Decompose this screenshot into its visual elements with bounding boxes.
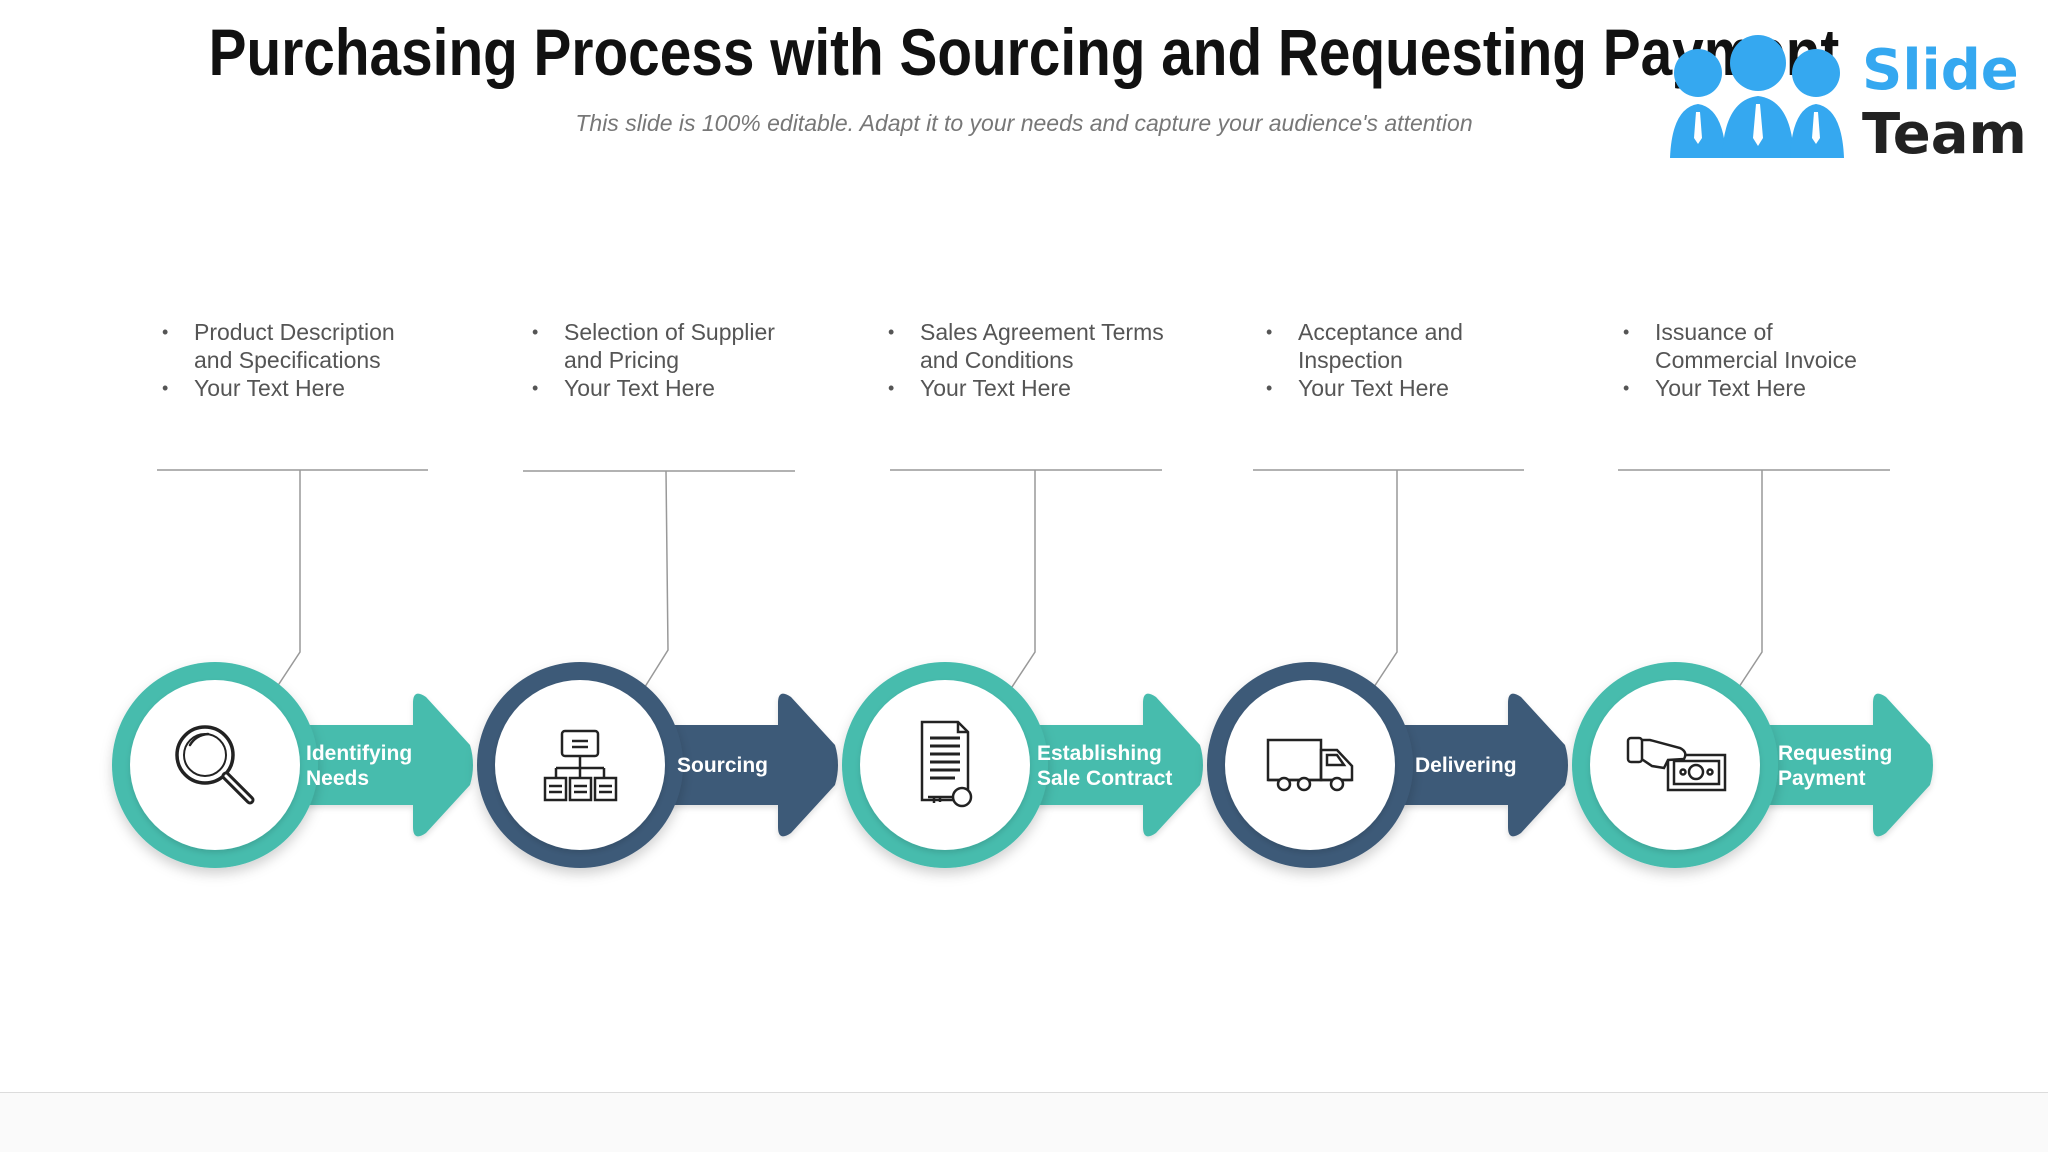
step-5-shape — [1572, 469, 1933, 868]
step-4-arrow — [1390, 693, 1568, 837]
org-chart-icon — [543, 729, 618, 802]
step-3-label: Establishing Sale Contract — [1037, 741, 1172, 791]
step-4-disc — [1225, 680, 1395, 850]
step-2-bullet-1: Selection of Supplier and Pricing — [532, 318, 794, 374]
contract-key-icon — [920, 720, 973, 808]
step-1-disc — [130, 680, 300, 850]
slide-subtitle: This slide is 100% editable. Adapt it to… — [575, 110, 1473, 136]
step-5-arrow — [1755, 693, 1933, 837]
logo-text-slide: Slide — [1862, 38, 2019, 103]
step-4-bullet-2: Your Text Here — [1266, 374, 1488, 402]
step-3-label-line2: Sale Contract — [1037, 767, 1173, 790]
cash-hand-icon — [1626, 736, 1727, 792]
step-3-shape — [842, 469, 1203, 868]
step-4-shape — [1207, 469, 1568, 868]
step-1-bullet-2: Your Text Here — [162, 374, 414, 402]
step-5-bullets: Issuance of Commercial Invoice Your Text… — [1623, 318, 1885, 402]
slide-title: Purchasing Process with Sourcing and Req… — [208, 15, 1840, 89]
step-3-bullets: Sales Agreement Terms and Conditions You… — [888, 318, 1185, 402]
step-3-connector — [1009, 470, 1036, 691]
step-3-label-line1: Establishing — [1037, 742, 1162, 765]
step-2-label-line1: Sourcing — [677, 754, 769, 777]
footer-divider — [0, 1092, 2048, 1093]
step-1-label-line2: Needs — [306, 767, 370, 790]
step-5-connector — [1736, 470, 1763, 691]
step-1-bullets: Product Description and Specifications Y… — [162, 318, 414, 402]
truck-icon — [1266, 738, 1354, 792]
step-1-arrow — [295, 693, 473, 837]
step-5-label-line2: Payment — [1778, 767, 1866, 790]
step-4-connector — [1371, 470, 1398, 691]
step-2-connector — [642, 470, 669, 691]
step-4-label: Delivering — [1415, 753, 1517, 778]
step-4-bullets: Acceptance and Inspection Your Text Here — [1266, 318, 1488, 402]
step-1-shape — [112, 469, 473, 868]
step-2-label: Sourcing — [677, 753, 768, 778]
step-3-arrow — [1025, 693, 1203, 837]
slideteam-logo — [1670, 35, 1844, 158]
logo-text-team: Team — [1862, 102, 2027, 167]
step-5-label-line1: Requesting — [1778, 742, 1893, 765]
step-2-arrow — [660, 693, 838, 837]
step-1-label: Identifying Needs — [306, 741, 412, 791]
step-2-bullets: Selection of Supplier and Pricing Your T… — [532, 318, 794, 402]
step-5-label: Requesting Payment — [1778, 741, 1892, 791]
step-2-shape — [477, 470, 838, 868]
footer-band — [0, 1093, 2048, 1152]
step-4-bullet-1: Acceptance and Inspection — [1266, 318, 1488, 374]
step-1-bullet-1: Product Description and Specifications — [162, 318, 414, 374]
step-5-bullet-2: Your Text Here — [1623, 374, 1885, 402]
step-2-bullet-2: Your Text Here — [532, 374, 794, 402]
step-1-label-line1: Identifying — [306, 742, 413, 765]
step-5-bullet-1: Issuance of Commercial Invoice — [1623, 318, 1885, 374]
step-3-bullet-1: Sales Agreement Terms and Conditions — [888, 318, 1185, 374]
step-4-label-line1: Delivering — [1415, 754, 1517, 777]
step-3-bullet-2: Your Text Here — [888, 374, 1185, 402]
magnifier-icon — [175, 725, 255, 805]
step-1-connector — [274, 470, 301, 691]
